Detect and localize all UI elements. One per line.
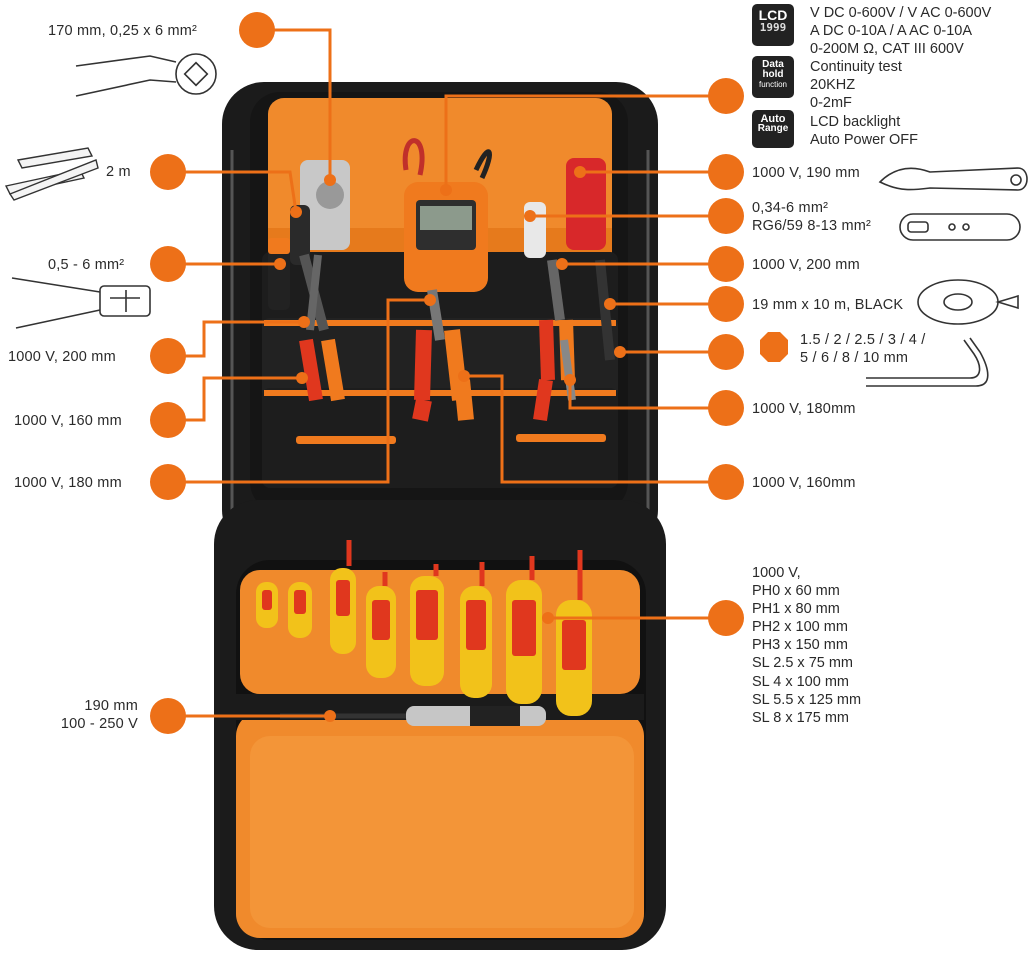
insulating-tape-icon bbox=[917, 279, 1019, 325]
multimeter-spec-2: 0-200M Ω, CAT III 600V bbox=[810, 41, 964, 57]
screwdriver-set bbox=[256, 540, 592, 716]
lcd-badge-sub: 1999 bbox=[759, 21, 787, 34]
auto-range-badge: Auto Range bbox=[752, 110, 794, 148]
hex-key-spec-line2: 5 / 6 / 8 / 10 mm bbox=[800, 350, 909, 366]
screwdriver-spec-line: PH2 x 100 mm bbox=[752, 619, 848, 636]
coax-stripper-spec-line1: 0,34-6 mm² bbox=[752, 200, 829, 216]
screwdriver-spec-line: PH0 x 60 mm bbox=[752, 583, 840, 600]
pliers-200-right-label: 1000 V, 200 mm bbox=[752, 257, 860, 273]
multimeter-spec-3: Continuity test bbox=[810, 59, 902, 75]
tester-voltage-label: 100 - 250 V bbox=[60, 716, 138, 732]
screwdriver-spec-line: PH3 x 150 mm bbox=[752, 637, 848, 654]
screwdriver-spec-line: 1000 V, bbox=[752, 565, 801, 581]
pliers-group bbox=[299, 253, 615, 422]
pliers-180-right-label: 1000 V, 180mm bbox=[752, 401, 856, 417]
data-hold-badge: Data hold function bbox=[752, 56, 794, 98]
multimeter-spec-7: Auto Power OFF bbox=[810, 132, 918, 148]
multimeter-spec-5: 0-2mF bbox=[810, 95, 852, 111]
wire-stripper-line-icon bbox=[11, 277, 151, 329]
lcd-badge: LCD 1999 bbox=[752, 4, 794, 46]
cable-knife-line-icon bbox=[878, 167, 1028, 191]
crimper-spec-label: 170 mm, 0,25 x 6 mm² bbox=[48, 23, 198, 39]
screwdriver-spec-line: SL 4 x 100 mm bbox=[752, 673, 849, 690]
multimeter-spec-0: V DC 0-600V / V AC 0-600V bbox=[810, 5, 992, 21]
tester-size-label: 190 mm bbox=[84, 698, 138, 714]
callout-dots bbox=[150, 12, 744, 734]
crimper-line-icon bbox=[75, 53, 217, 97]
multimeter-spec-6: LCD backlight bbox=[810, 114, 901, 130]
stripper-spec-label: 0,5 - 6 mm² bbox=[48, 257, 125, 273]
knife-spec-label: 1000 V, 190 mm bbox=[752, 165, 860, 181]
coax-stripper-line-icon bbox=[899, 213, 1021, 241]
screwdriver-spec-line: SL 5.5 x 125 mm bbox=[752, 691, 862, 708]
multimeter-spec-1: A DC 0-10A / A AC 0-10A bbox=[810, 23, 973, 39]
screwdriver-spec-line: SL 8 x 175 mm bbox=[752, 709, 849, 726]
pliers-180-spec-label: 1000 V, 180 mm bbox=[14, 475, 122, 491]
pliers-200-spec-label: 1000 V, 200 mm bbox=[8, 349, 116, 365]
hex-key-spec-line1: 1.5 / 2 / 2.5 / 3 / 4 / bbox=[800, 332, 926, 348]
data-hold-badge-sub: function bbox=[758, 80, 788, 89]
folding-ruler-icon bbox=[4, 147, 99, 201]
auto-range-badge-sub: Range bbox=[757, 123, 789, 134]
tool-anchor-dots bbox=[274, 166, 626, 722]
multimeter-tool bbox=[402, 138, 492, 292]
wire-stripper-tool bbox=[268, 238, 290, 310]
cable-knife-tool bbox=[566, 158, 606, 250]
screwdriver-spec-line: SL 2.5 x 75 mm bbox=[752, 655, 854, 672]
crimper-tool bbox=[290, 160, 350, 265]
screwdriver-spec-list: 1000 V, PH0 x 60 mm PH1 x 80 mm PH2 x 10… bbox=[752, 564, 861, 727]
screwdriver-spec-line: PH1 x 80 mm bbox=[752, 601, 840, 618]
hex-key-icon bbox=[760, 332, 989, 387]
coax-stripper-tool bbox=[524, 202, 546, 258]
lcd-badge-title: LCD bbox=[758, 7, 788, 23]
coax-stripper-spec-line2: RG6/59 8-13 mm² bbox=[752, 218, 872, 234]
pliers-160-right-label: 1000 V, 160mm bbox=[752, 475, 856, 491]
auto-range-badge-title: Auto bbox=[760, 113, 786, 125]
multimeter-spec-4: 20KHZ bbox=[810, 77, 856, 93]
pliers-160-spec-label: 1000 V, 160 mm bbox=[14, 413, 122, 429]
data-hold-badge-title: Data hold bbox=[762, 59, 784, 80]
tape-spec-label: 19 mm x 10 m, BLACK bbox=[752, 297, 904, 313]
ruler-spec-label: 2 m bbox=[106, 164, 131, 180]
callout-lines bbox=[168, 28, 726, 718]
